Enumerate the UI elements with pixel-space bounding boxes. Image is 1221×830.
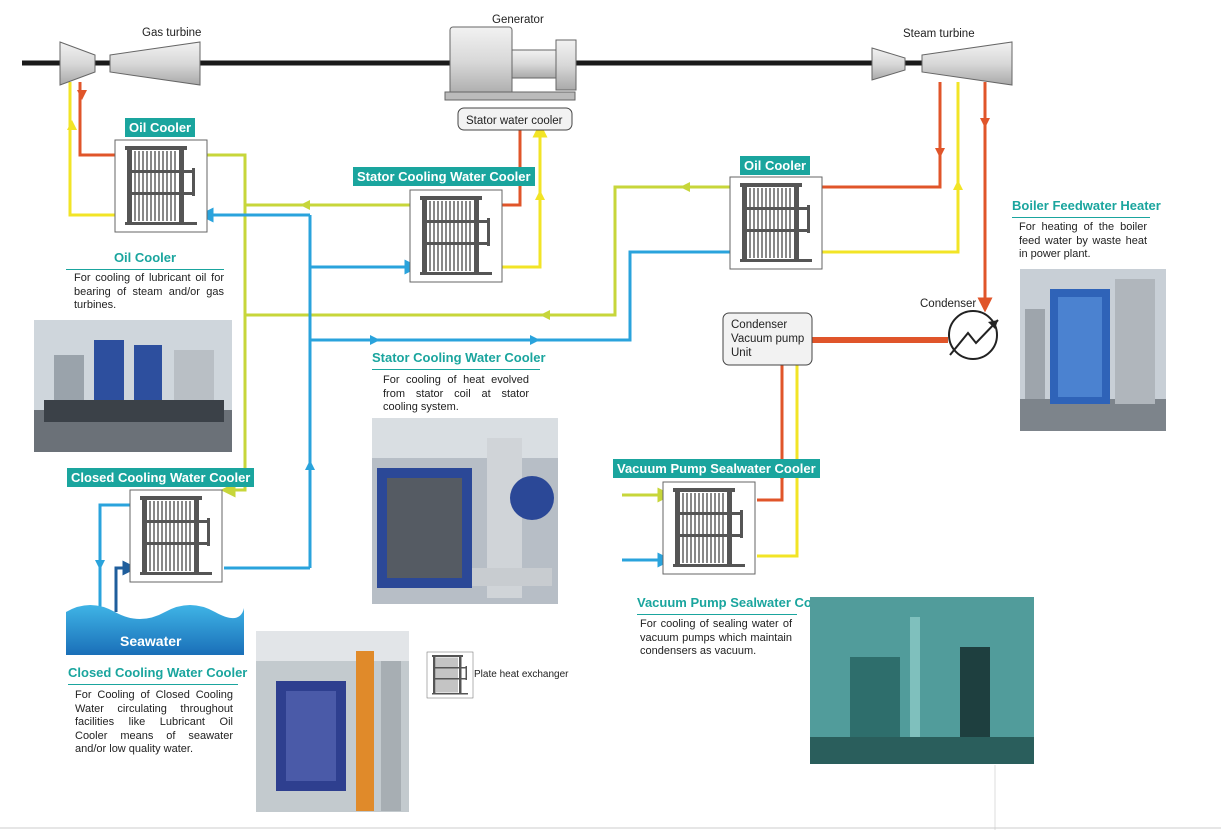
pipe-gas-turbine-oil-return bbox=[68, 82, 122, 217]
legend-plate-heat-exchanger: Plate heat exchanger bbox=[426, 651, 569, 699]
pipe-steam-oil-red bbox=[822, 82, 942, 189]
label-stator-cooling-water-cooler: Stator Cooling Water Cooler bbox=[353, 167, 535, 186]
pipe-blue-mid-header bbox=[310, 250, 730, 342]
photo-vacuum-pump-sealwater-cooler bbox=[810, 597, 1034, 764]
phe-closed-cooling-water-cooler bbox=[129, 489, 223, 583]
seawater-label: Seawater bbox=[120, 633, 182, 649]
desc-text-closed-cooling-water-cooler: For Cooling of Closed Cooling Water circ… bbox=[75, 689, 233, 755]
stator-water-cooler-box: Stator water cooler bbox=[457, 107, 573, 131]
phe-vacuum-pump-sealwater-cooler bbox=[662, 481, 756, 575]
desc-text-vacuum-pump-sealwater-cooler: For cooling of sealing water of vacuum p… bbox=[640, 618, 792, 657]
label-oil-cooler-left: Oil Cooler bbox=[125, 118, 196, 137]
desc-text-boiler-feedwater-heater: For heating of the boiler feed water by … bbox=[1019, 221, 1147, 260]
vacuum-line-3: Unit bbox=[731, 347, 752, 359]
condenser: Condenser bbox=[920, 298, 999, 360]
desc-title-oil-cooler: Oil Cooler bbox=[66, 249, 224, 270]
seawater: Seawater bbox=[66, 605, 244, 655]
generator-label: Generator bbox=[492, 14, 544, 26]
stator-water-cooler-label: Stator water cooler bbox=[466, 115, 563, 127]
desc-title-boiler-feedwater-heater: Boiler Feedwater Heater bbox=[1012, 197, 1161, 218]
photo-boiler-feedwater-heater bbox=[1020, 269, 1166, 431]
vacuum-line-1: Condenser bbox=[731, 319, 787, 331]
pipe-darkblue-sea-in bbox=[114, 560, 138, 612]
desc-text-oil-cooler: For cooling of lubricant oil for bearing… bbox=[74, 272, 224, 311]
generator: Generator bbox=[444, 14, 577, 101]
pipe-gas-turbine-oil-out bbox=[78, 82, 130, 163]
pipelines bbox=[68, 82, 993, 612]
photo-oil-cooler-skid bbox=[34, 320, 232, 452]
desc-title-stator-cooling-water-cooler: Stator Cooling Water Cooler bbox=[372, 349, 546, 370]
pipe-left-oil-cooler-green bbox=[206, 153, 247, 498]
legend-phe-icon bbox=[426, 651, 474, 699]
label-closed-cooling-water-cooler: Closed Cooling Water Cooler bbox=[67, 468, 255, 487]
phe-stator-cooling-water-cooler bbox=[409, 189, 503, 283]
pipe-green-mid-header bbox=[245, 185, 730, 317]
desc-title-vacuum-pump-sealwater-cooler: Vacuum Pump Sealwater Cooler bbox=[637, 594, 836, 615]
pipe-stator-yellow bbox=[502, 122, 548, 269]
steam-turbine: Steam turbine bbox=[871, 28, 1013, 86]
pipe-vacuum-sealwater-red bbox=[757, 365, 784, 502]
pipe-steam-oil-yellow bbox=[822, 82, 960, 254]
desc-title-closed-cooling-water-cooler: Closed Cooling Water Cooler bbox=[68, 664, 247, 685]
label-vacuum-pump-sealwater-cooler: Vacuum Pump Sealwater Cooler bbox=[613, 459, 820, 478]
photo-closed-cooling-water-cooler bbox=[256, 631, 409, 812]
desc-text-stator-cooling-water-cooler: For cooling of heat evolved from stator … bbox=[383, 374, 529, 413]
gas-turbine-label: Gas turbine bbox=[142, 27, 201, 39]
label-oil-cooler-right: Oil Cooler bbox=[740, 156, 811, 175]
vacuum-line-2: Vacuum pump bbox=[731, 333, 804, 345]
phe-oil-cooler-left bbox=[114, 139, 208, 233]
condenser-vacuum-pump-label: Condenser Vacuum pump Unit bbox=[731, 319, 808, 359]
phe-oil-cooler-right bbox=[729, 176, 823, 270]
pipe-stator-red bbox=[502, 130, 522, 207]
pipe-vacuum-sealwater-yellow bbox=[757, 365, 799, 558]
steam-turbine-label: Steam turbine bbox=[903, 28, 975, 40]
gas-turbine: Gas turbine bbox=[59, 27, 201, 86]
condenser-vacuum-pump-unit: Condenser Vacuum pump Unit bbox=[722, 312, 813, 366]
pipe-blue-closed-cooler-in bbox=[98, 503, 130, 612]
condenser-label: Condenser bbox=[920, 298, 976, 310]
flow-arrows bbox=[67, 90, 990, 570]
legend-label: Plate heat exchanger bbox=[474, 669, 569, 680]
photo-stator-cooling-water-cooler bbox=[372, 418, 558, 604]
